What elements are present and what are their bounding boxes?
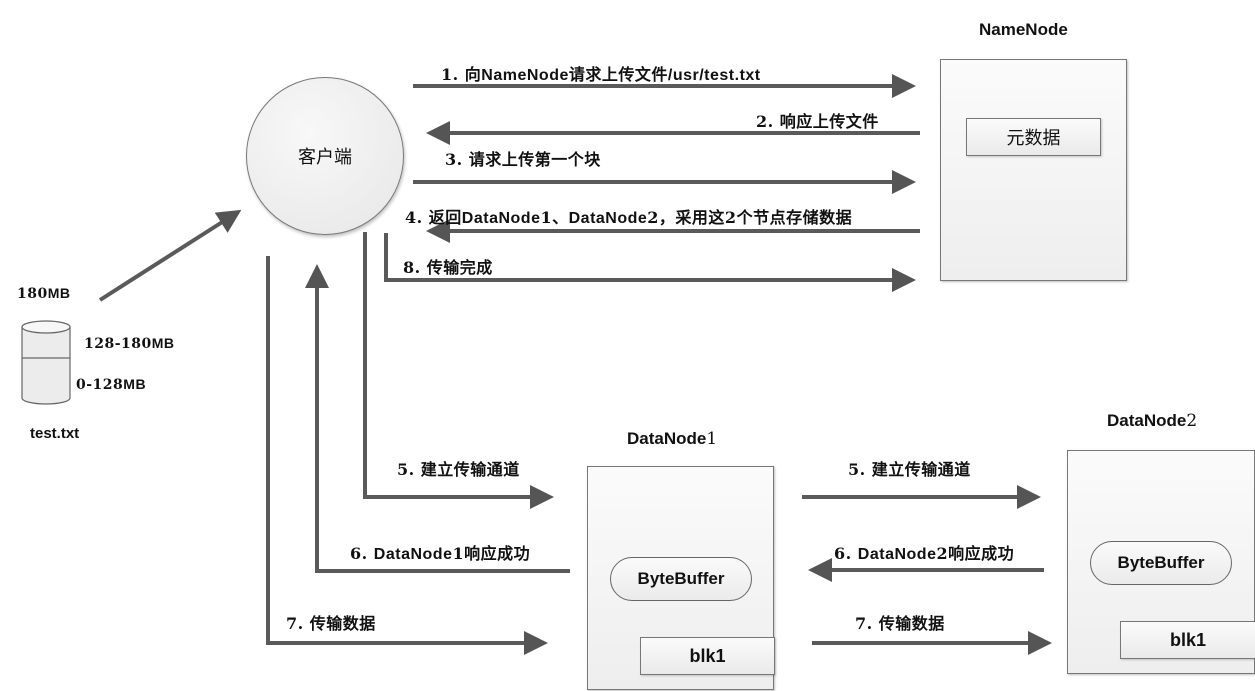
datanode1-blk1[interactable]: blk1 — [640, 637, 775, 675]
arrow-step5-dn1 — [363, 232, 554, 509]
file-cylinder-icon — [21, 320, 71, 405]
step6-dn1-suffix: 1响应成功 — [452, 544, 531, 563]
step6-dn2-label: 6. DataNode2响应成功 — [834, 540, 1014, 564]
datanode1-bytebuffer[interactable]: ByteBuffer — [610, 557, 752, 601]
arrow-step7-dn1 — [266, 256, 548, 655]
arrow-step8 — [384, 233, 916, 292]
block2-range-label: 128-180MB — [84, 335, 175, 352]
file-size-number: 180 — [17, 286, 48, 302]
step1-namenode: NameNode — [481, 67, 569, 84]
datanode1-blk1-label: blk1 — [689, 645, 726, 666]
file-name: test.txt — [30, 425, 80, 442]
namenode-box[interactable]: 元数据 — [940, 59, 1127, 281]
step6-dn2-prefix: 6. — [834, 544, 858, 563]
client-label: 客户端 — [298, 147, 352, 168]
step1-suffix: 请求上传文件 — [568, 65, 668, 84]
step7-dn1-label: 7. 传输数据 — [286, 614, 376, 633]
step4-suffix: 2，采用这2个节点存储数据 — [647, 208, 853, 227]
step5-dn1-label: 5. 建立传输通道 — [397, 460, 520, 479]
step3-label: 3. 请求上传第一个块 — [445, 150, 601, 169]
datanode2-bytebuffer[interactable]: ByteBuffer — [1090, 541, 1232, 585]
step6-dn1-label: 6. DataNode1响应成功 — [350, 540, 530, 564]
datanode1-title: DataNode1 — [627, 429, 717, 449]
datanode1-title-num: 1 — [706, 429, 718, 449]
step7-dn2-label: 7. 传输数据 — [855, 614, 945, 633]
datanode2-title-text: DataNode — [1107, 411, 1187, 430]
step6-dn2-suffix: 2响应成功 — [936, 544, 1015, 563]
step6-dn2-datanode: DataNode — [857, 546, 937, 563]
block1-unit: MB — [123, 376, 147, 392]
step2-label: 2. 响应上传文件 — [756, 112, 879, 131]
step1-path: /usr/test.txt — [667, 67, 761, 84]
file-size-label: 180MB — [17, 285, 71, 302]
block1-range-label: 0-128MB — [76, 376, 146, 393]
step5-dn2-label: 5. 建立传输通道 — [848, 460, 971, 479]
step1-prefix: 1. 向 — [441, 65, 482, 84]
step4-datanode2: DataNode — [568, 210, 648, 227]
arrow-step6-dn1 — [305, 264, 570, 573]
block1-range: 0-128 — [76, 377, 124, 393]
step4-datanode1: DataNode — [461, 210, 541, 227]
metadata-box[interactable]: 元数据 — [966, 118, 1101, 156]
datanode2-bytebuffer-label: ByteBuffer — [1117, 553, 1205, 572]
datanode2-title: DataNode2 — [1107, 411, 1197, 431]
datanode2-blk1-label: blk1 — [1169, 629, 1207, 650]
arrow-file-to-client — [98, 209, 242, 302]
step8-label: 8. 传输完成 — [403, 258, 493, 277]
step6-dn1-prefix: 6. — [350, 544, 374, 563]
step6-dn1-datanode: DataNode — [373, 546, 453, 563]
datanode1-bytebuffer-label: ByteBuffer — [637, 569, 725, 588]
step1-label: 1. 向NameNode请求上传文件/usr/test.txt — [441, 61, 761, 85]
metadata-label: 元数据 — [1006, 128, 1061, 149]
step4-prefix: 4. 返回 — [405, 208, 462, 227]
namenode-title: NameNode — [979, 20, 1068, 39]
step4-label: 4. 返回DataNode1、DataNode2，采用这2个节点存储数据 — [405, 204, 852, 228]
datanode2-title-num: 2 — [1186, 411, 1198, 431]
file-size-unit: MB — [47, 285, 71, 301]
datanode2-blk1[interactable]: blk1 — [1120, 621, 1255, 659]
block2-range: 128-180 — [84, 336, 152, 352]
step4-num1: 1、 — [540, 208, 569, 227]
datanode1-box[interactable]: ByteBuffer blk1 — [587, 466, 775, 690]
block2-unit: MB — [151, 335, 175, 351]
client-node[interactable]: 客户端 — [246, 77, 404, 235]
datanode1-title-text: DataNode — [627, 429, 707, 448]
datanode2-box[interactable]: ByteBuffer blk1 — [1067, 450, 1255, 674]
